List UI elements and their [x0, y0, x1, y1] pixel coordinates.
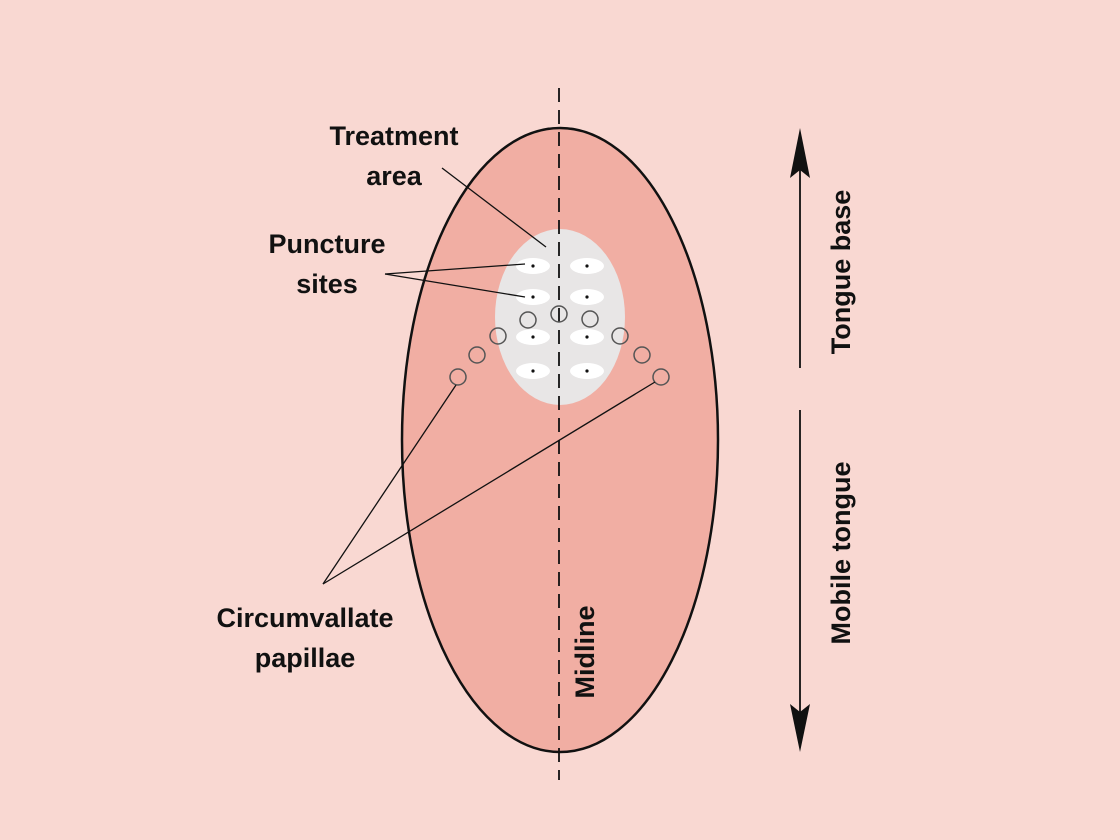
arrow-head-down: [790, 704, 810, 752]
puncture-sites-label: Puncture sites: [242, 224, 412, 304]
papilla: [468, 346, 486, 364]
treatment-area-label: Treatment area: [304, 116, 484, 196]
treatment-area-leader: [441, 167, 547, 248]
treatment-area: [495, 229, 625, 405]
papillae-leader-left: [322, 384, 457, 585]
circumvallate-papillae: [449, 305, 670, 386]
tongue-base-label: Tongue base: [826, 189, 856, 355]
puncture-site: [570, 329, 604, 345]
puncture-site: [570, 258, 604, 274]
puncture-site: [570, 289, 604, 305]
papilla: [550, 305, 568, 323]
puncture-site: [516, 329, 550, 345]
papilla: [581, 310, 599, 328]
puncture-leader-lower: [384, 273, 526, 298]
circumvallate-papillae-label: Circumvallate papillae: [190, 598, 420, 678]
papilla: [611, 327, 629, 345]
papillae-leader-right: [322, 381, 656, 585]
circumvallate-papillae-label-line2: papillae: [254, 643, 356, 673]
puncture-sites: [516, 258, 604, 379]
puncture-site: [516, 289, 550, 305]
circumvallate-papillae-label-line1: Circumvallate: [216, 603, 394, 633]
puncture-leader-upper: [384, 263, 526, 275]
puncture-site: [570, 363, 604, 379]
midline-label: Midline: [570, 605, 600, 699]
puncture-site: [516, 258, 550, 274]
papilla: [652, 368, 670, 386]
direction-arrow: [790, 128, 810, 752]
papilla: [519, 311, 537, 329]
puncture-sites-label-line2: sites: [296, 269, 358, 299]
mobile-tongue-label: Mobile tongue: [826, 461, 856, 645]
puncture-sites-label-line1: Puncture: [268, 229, 386, 259]
treatment-area-label-line2: area: [366, 161, 422, 191]
treatment-area-label-line1: Treatment: [329, 121, 459, 151]
puncture-site: [516, 363, 550, 379]
papilla: [633, 346, 651, 364]
leader-lines: [322, 167, 656, 585]
papilla: [449, 368, 467, 386]
arrow-head-up: [790, 128, 810, 178]
papilla: [489, 327, 507, 345]
